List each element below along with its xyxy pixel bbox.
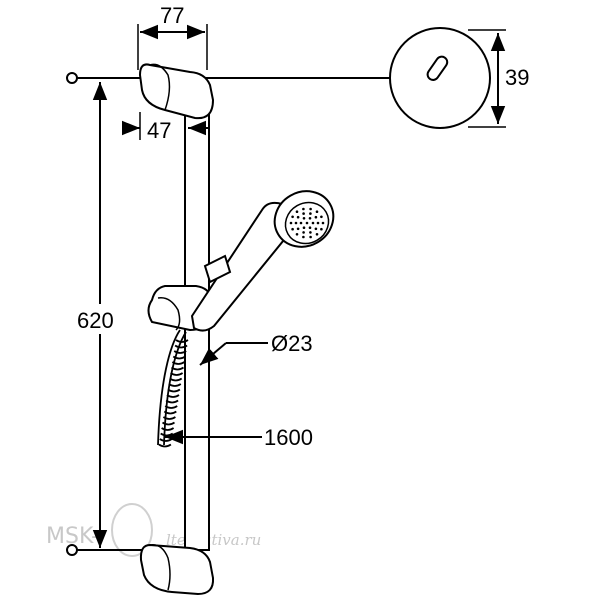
top-wall-bracket <box>138 63 215 120</box>
spray-nozzle <box>309 235 312 239</box>
spray-nozzle <box>308 226 312 229</box>
spray-nozzle <box>299 221 303 225</box>
rosette-diameter-label: 39 <box>505 65 529 90</box>
spray-nozzle <box>320 215 323 219</box>
spray-nozzle <box>295 233 299 236</box>
hose-coils <box>158 339 189 448</box>
spray-nozzle <box>314 227 318 231</box>
spray-nozzle <box>302 235 305 239</box>
spray-nozzles <box>289 207 325 239</box>
top-fixing-point-icon <box>66 72 78 84</box>
spray-nozzle <box>315 233 319 236</box>
head-width-label: 77 <box>160 3 184 28</box>
spray-nozzle <box>289 221 293 225</box>
bottom-bracket-edge <box>149 544 171 591</box>
bottom-wall-bracket <box>139 543 215 596</box>
spray-nozzle <box>291 215 294 219</box>
spray-nozzle <box>309 231 312 234</box>
spray-nozzle <box>291 227 294 231</box>
shower-hose <box>157 329 189 448</box>
rail-diameter-label: Ø23 <box>271 331 313 356</box>
spray-nozzle <box>302 207 305 211</box>
spray-nozzle <box>295 210 299 213</box>
hand-shower <box>190 190 335 332</box>
wall-rosette <box>389 27 491 129</box>
spray-nozzle <box>308 217 312 220</box>
spray-nozzle <box>316 221 320 225</box>
spray-nozzle <box>315 210 319 213</box>
spray-nozzle <box>320 227 323 231</box>
spray-nozzle <box>305 221 309 225</box>
spray-nozzle <box>302 217 306 220</box>
spray-nozzle <box>309 207 312 211</box>
wall-offset-label: 47 <box>147 118 171 143</box>
spray-nozzle <box>309 212 312 215</box>
rail-length-label: 620 <box>77 308 114 333</box>
spray-nozzle <box>296 215 300 219</box>
top-bracket-edge <box>149 63 171 111</box>
hand-shower-collar <box>203 254 232 284</box>
spray-nozzle <box>302 226 306 229</box>
rosette-slot-icon <box>426 55 449 81</box>
spray-nozzle <box>302 231 305 234</box>
hose-length-label: 1600 <box>264 425 313 450</box>
watermark-a-logo <box>111 503 153 557</box>
spray-nozzle <box>314 215 318 219</box>
spray-nozzle <box>321 221 325 225</box>
spray-nozzle <box>311 221 315 225</box>
slider-holder-edge <box>157 297 181 331</box>
bottom-fixing-point-icon <box>66 544 78 556</box>
spray-nozzle <box>302 212 305 215</box>
spray-nozzle <box>294 221 298 225</box>
rail-length-label-bg <box>72 304 132 334</box>
spray-nozzle <box>296 227 300 231</box>
rail-diameter-leader-diag <box>199 342 227 366</box>
